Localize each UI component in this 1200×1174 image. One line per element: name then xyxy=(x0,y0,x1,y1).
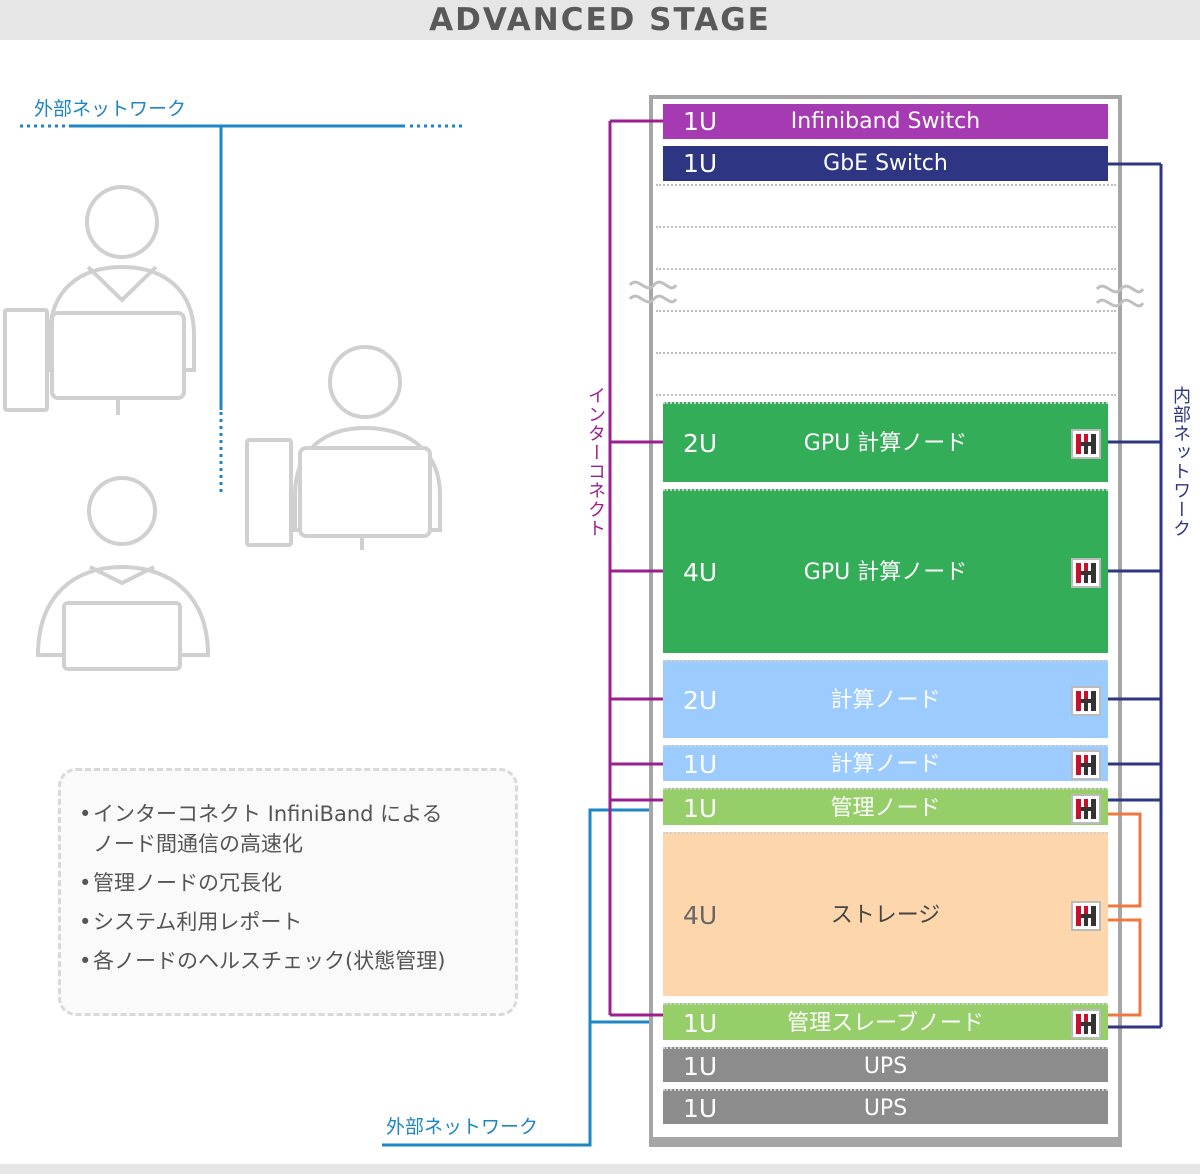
rack-unit-size: 4U xyxy=(683,558,718,587)
empty-slot-line xyxy=(656,226,1116,228)
rack-unit-size: 2U xyxy=(683,686,718,715)
rack-unit-name: GbE Switch xyxy=(823,151,948,176)
rack-unit: 2U 計算ノード xyxy=(663,660,1108,738)
rack-unit-name: GPU 計算ノード xyxy=(803,560,968,585)
feature-item: •システム利用レポート xyxy=(79,910,303,934)
rack-unit: 1U 計算ノード xyxy=(663,745,1108,781)
rack-unit: 1U Infiniband Switch xyxy=(663,104,1108,139)
external-network-label-bottom: 外部ネットワーク xyxy=(386,1116,539,1138)
rack-unit-size: 1U xyxy=(683,1094,718,1123)
user-at-desktop-icon xyxy=(3,185,196,415)
rack-unit-size: 1U xyxy=(683,794,718,823)
hpc-logo-icon xyxy=(1071,686,1101,716)
rack-unit-name: UPS xyxy=(863,1054,908,1079)
rack-unit: 4U ストレージ xyxy=(663,832,1108,996)
external-network-label-top: 外部ネットワーク xyxy=(34,98,187,120)
page-title: ADVANCED STAGE xyxy=(0,0,1200,40)
rack-unit: 1U 管理ノード xyxy=(663,788,1108,825)
empty-slot-line xyxy=(656,268,1116,270)
rack-unit-name: 計算ノード xyxy=(830,688,941,713)
feature-list-box: •インターコネクト InfiniBand による ノード間通信の高速化 •管理ノ… xyxy=(58,768,518,1016)
rack-unit-size: 1U xyxy=(683,149,718,178)
empty-slot-line xyxy=(656,394,1116,396)
internal-network-label: 内部ネットワーク xyxy=(1170,386,1191,538)
rack-unit: 1U 管理スレーブノード xyxy=(663,1003,1108,1040)
empty-slot-line xyxy=(656,310,1116,312)
rack-unit-name: 計算ノード xyxy=(830,752,941,777)
rack-unit-size: 1U xyxy=(683,750,718,779)
empty-slot-line xyxy=(656,352,1116,354)
rack-unit-name: ストレージ xyxy=(830,903,941,928)
rack-unit: 4U GPU 計算ノード xyxy=(663,489,1108,653)
rack-unit: 2U GPU 計算ノード xyxy=(663,402,1108,482)
rack-unit-name: UPS xyxy=(863,1096,908,1121)
rack-unit-name: Infiniband Switch xyxy=(790,109,981,134)
rack-unit: 1U UPS xyxy=(663,1047,1108,1082)
rack-unit: 1U GbE Switch xyxy=(663,146,1108,181)
rack-unit-size: 4U xyxy=(683,901,718,930)
user-at-laptop-icon xyxy=(35,476,211,671)
rack-unit-size: 1U xyxy=(683,1009,718,1038)
rack-unit-name: GPU 計算ノード xyxy=(803,431,968,456)
rack-unit-size: 2U xyxy=(683,429,718,458)
feature-item: •管理ノードの冗長化 xyxy=(79,871,282,895)
user-at-desktop-icon xyxy=(245,345,442,550)
empty-slot-line xyxy=(656,184,1116,186)
feature-item: •インターコネクト InfiniBand による ノード間通信の高速化 xyxy=(79,802,443,856)
bottom-bar xyxy=(0,1164,1200,1174)
rack-unit: 1U UPS xyxy=(663,1089,1108,1124)
hpc-logo-icon xyxy=(1071,558,1101,588)
interconnect-label: インターコネクト xyxy=(585,386,606,538)
hpc-logo-icon xyxy=(1071,750,1101,780)
feature-item: •各ノードのヘルスチェック(状態管理) xyxy=(79,949,446,973)
hpc-logo-icon xyxy=(1071,901,1101,931)
hpc-logo-icon xyxy=(1071,1009,1101,1039)
wavy-break-icon xyxy=(1095,284,1145,308)
rack-unit-name: 管理ノード xyxy=(830,796,941,821)
hpc-logo-icon xyxy=(1071,429,1101,459)
rack-unit-size: 1U xyxy=(683,107,718,136)
hpc-logo-icon xyxy=(1071,794,1101,824)
rack-unit-size: 1U xyxy=(683,1052,718,1081)
wavy-break-icon xyxy=(628,280,678,304)
rack-unit-name: 管理スレーブノード xyxy=(787,1011,984,1036)
